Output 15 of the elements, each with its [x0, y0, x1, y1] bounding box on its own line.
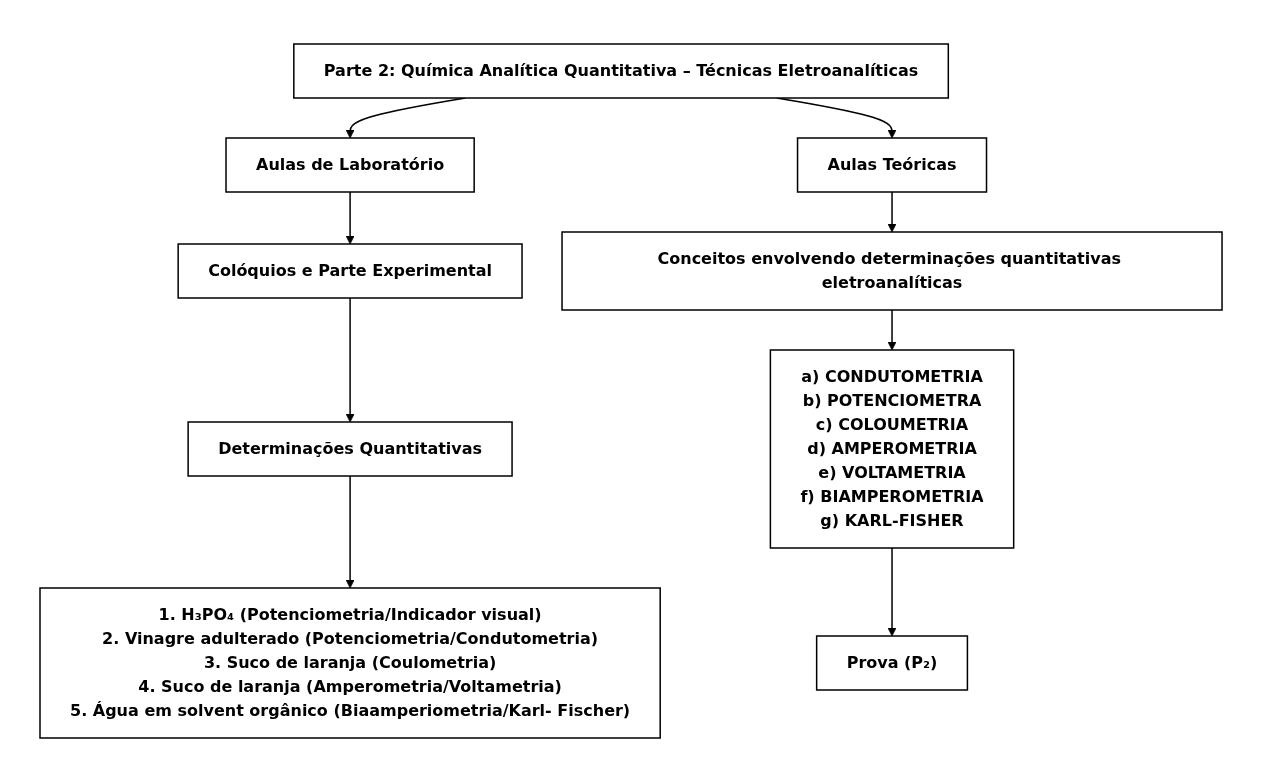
node-box: a) CONDUTOMETRIA b) POTENCIOMETRA c) COLOUMETRIA d) AMPEROMETRIA e) VOLTAMETRIA f) BIAMPEROMETRIA g) KARL-FISHER — [770, 349, 1015, 549]
arrow — [888, 309, 897, 351]
node-box: Aulas de Laboratório — [225, 137, 476, 193]
node-box: Prova (P₂) — [816, 635, 969, 691]
node-box: Parte 2: Química Analítica Quantitativa – Técnicas Eletroanalíticas — [293, 43, 950, 99]
arrow — [888, 547, 897, 637]
node-box: Aulas Teóricas — [797, 137, 988, 193]
arrow — [346, 475, 355, 589]
node-box: Determinações Quantitativas — [187, 421, 514, 477]
node-box: Conceitos envolvendo determinações quantitativas eletroanalíticas — [561, 231, 1224, 311]
node-box: 1. H₃PO₄ (Potenciometria/Indicador visual) 2. Vinagre adulterado (Potenciometria/Condutometria) 3. Suco de laranja (Coulometria) 4. Suco de laranja (Amperometria/Voltametria) 5. Água em solvent orgânico (Biaamperiometria/Karl- Fischer) — [39, 587, 662, 739]
arrow — [888, 191, 897, 233]
arrow — [346, 191, 355, 245]
node-box: Colóquios e Parte Experimental — [177, 243, 524, 299]
arrow — [346, 297, 355, 423]
